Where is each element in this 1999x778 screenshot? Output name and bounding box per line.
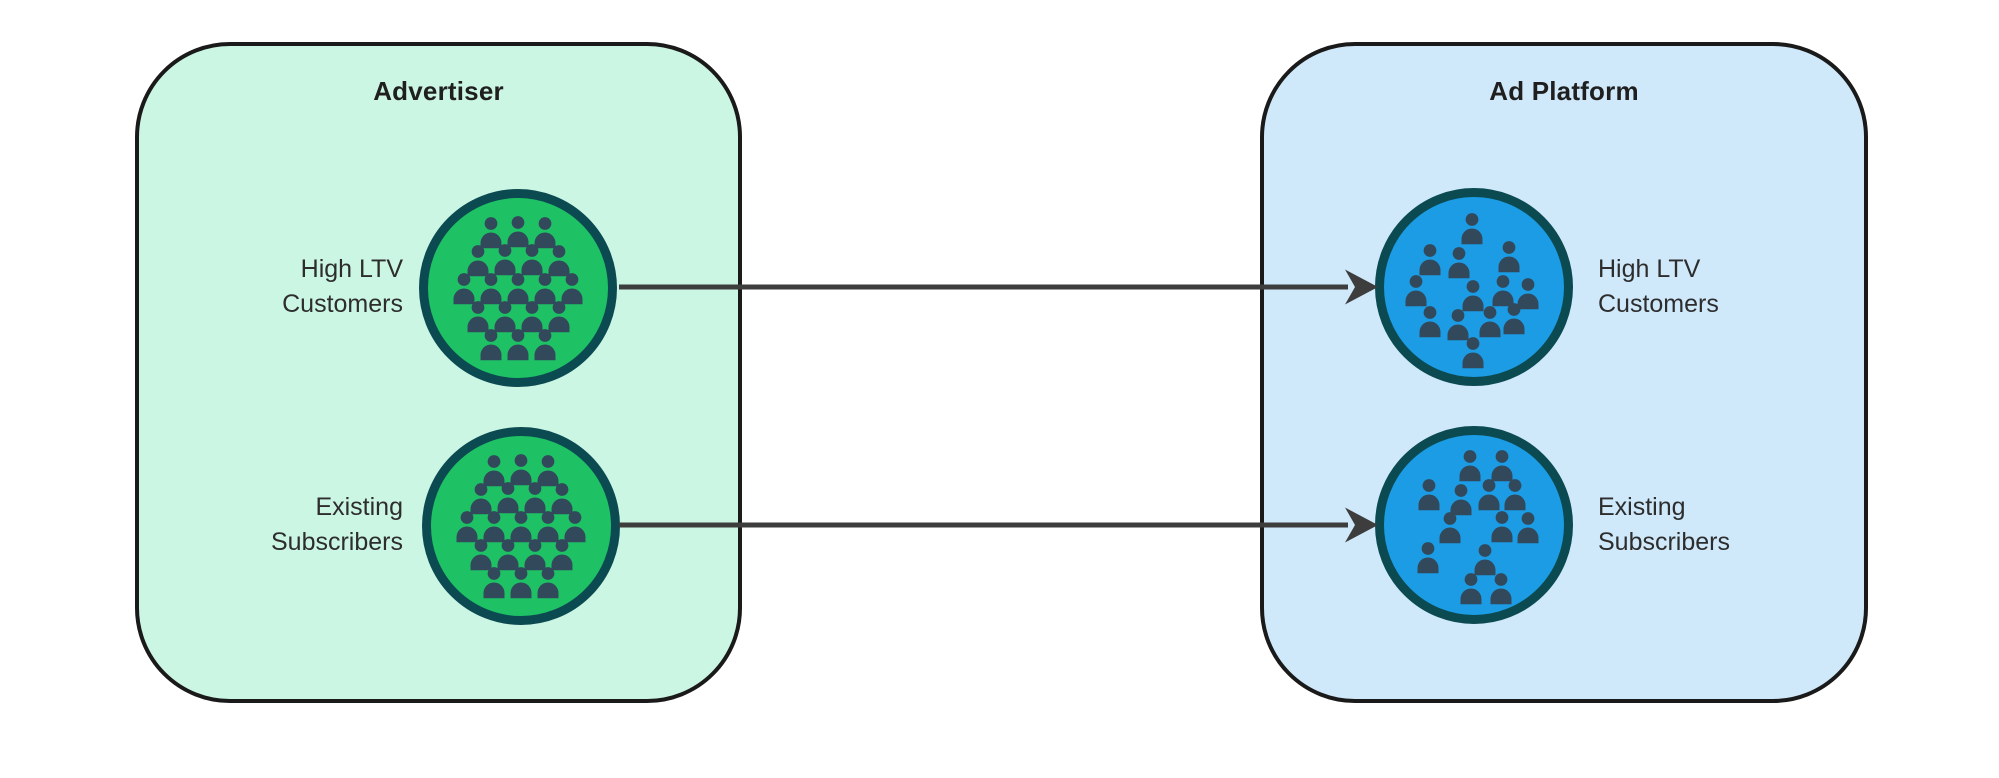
person-icon	[1487, 448, 1517, 481]
person-icon	[557, 272, 587, 305]
person-icon	[1456, 572, 1486, 605]
person-icon	[1444, 246, 1474, 279]
person-icon	[544, 299, 574, 333]
person-icon	[1435, 511, 1465, 544]
person-icon	[517, 243, 547, 276]
person-icon	[479, 565, 509, 599]
audience-circle-advertiser-high-ltv	[419, 189, 617, 387]
person-icon	[533, 510, 563, 543]
person-icon	[517, 299, 547, 333]
person-icon	[476, 216, 506, 249]
person-icon	[1513, 277, 1543, 310]
person-icon	[1494, 240, 1524, 273]
arrowhead-icon	[1345, 507, 1378, 543]
person-icon	[1499, 301, 1529, 335]
person-icon	[520, 537, 550, 571]
person-icon	[1488, 274, 1518, 307]
person-icon	[560, 510, 590, 543]
person-icon	[544, 244, 574, 277]
person-icon	[1500, 478, 1530, 511]
person-icon	[506, 565, 536, 599]
arrow-high-ltv	[619, 269, 1378, 305]
person-icon	[1415, 305, 1445, 338]
person-icon	[1458, 278, 1488, 311]
person-icon	[452, 510, 482, 543]
person-icon	[466, 482, 496, 515]
audience-circle-platform-high-ltv	[1375, 188, 1573, 386]
person-icon	[490, 243, 520, 276]
person-icon	[530, 216, 560, 249]
person-icon	[1414, 478, 1444, 511]
advertiser-title: Advertiser	[373, 76, 504, 106]
person-icon	[476, 327, 506, 361]
person-icon	[530, 327, 560, 361]
person-icon	[1474, 477, 1504, 510]
ad-platform-box: Ad Platform	[1260, 42, 1868, 703]
arrow-existing-subscribers	[619, 507, 1378, 543]
person-icon	[1475, 305, 1505, 338]
person-icon	[506, 453, 536, 486]
label-advertiser-high-ltv: High LTV Customers	[282, 255, 403, 318]
person-icon	[1470, 542, 1500, 575]
person-icon	[1486, 572, 1516, 605]
label-platform-high-ltv: High LTV Customers	[1598, 255, 1719, 318]
person-icon	[1415, 243, 1445, 276]
audience-circle-platform-existing	[1375, 426, 1573, 624]
person-icon	[479, 510, 509, 543]
person-icon	[530, 272, 560, 305]
person-icon	[1443, 308, 1473, 341]
person-icon	[503, 215, 533, 248]
person-icon	[506, 510, 536, 543]
person-icon	[533, 454, 563, 487]
audience-circle-advertiser-existing	[422, 427, 620, 625]
person-icon	[490, 299, 520, 333]
person-icon	[1401, 274, 1431, 307]
person-icon	[476, 272, 506, 305]
ad-platform-title: Ad Platform	[1489, 76, 1639, 106]
arrowhead-icon	[1345, 269, 1378, 305]
person-icon	[547, 537, 577, 571]
person-icon	[1458, 336, 1488, 369]
person-icon	[479, 454, 509, 487]
person-icon	[1513, 511, 1543, 544]
person-icon	[466, 537, 496, 571]
person-icon	[1487, 509, 1517, 542]
person-icon	[503, 272, 533, 305]
person-icon	[503, 327, 533, 361]
person-icon	[493, 537, 523, 571]
person-icon	[1413, 541, 1443, 574]
person-icon	[463, 244, 493, 277]
person-icon	[520, 481, 550, 514]
label-advertiser-existing: Existing Subscribers	[271, 493, 403, 556]
person-icon	[463, 299, 493, 333]
advertiser-box: Advertiser	[135, 42, 742, 703]
person-icon	[1457, 211, 1487, 245]
person-icon	[533, 565, 563, 599]
person-icon	[449, 272, 479, 305]
label-platform-existing: Existing Subscribers	[1598, 493, 1730, 556]
person-icon	[547, 482, 577, 515]
person-icon	[493, 481, 523, 514]
person-icon	[1455, 448, 1485, 481]
person-icon	[1446, 483, 1476, 516]
